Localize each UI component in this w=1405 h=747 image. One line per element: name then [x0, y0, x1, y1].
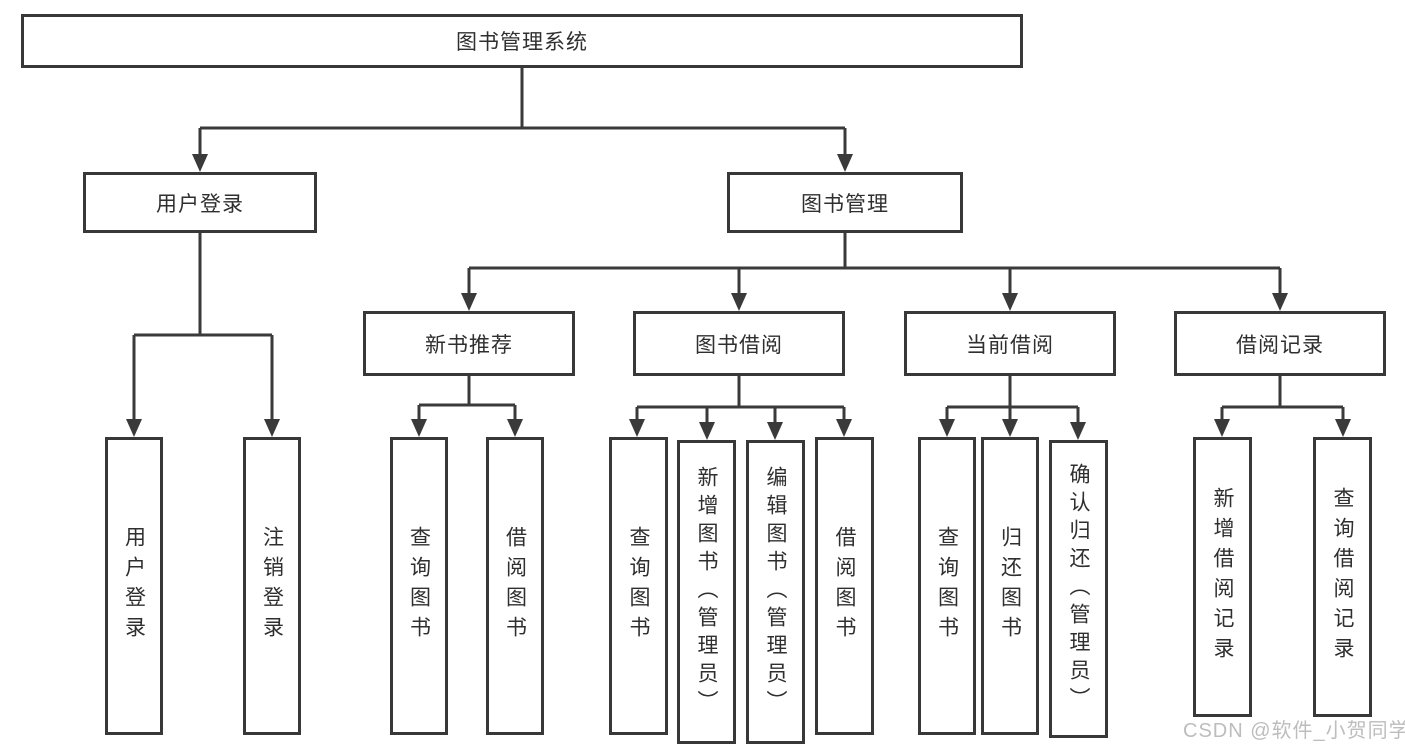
- node-label: 注销登录: [260, 526, 284, 646]
- connector-new-books-to-leaves: [411, 376, 523, 437]
- node-label: 借阅记录: [1236, 333, 1324, 357]
- node-label: 新书推荐: [425, 333, 513, 357]
- leaf-query-books-2: 查询图书: [609, 437, 668, 735]
- node-label: 图书借阅: [695, 333, 783, 357]
- csdn-watermark: CSDN @软件_小贺同学: [1183, 720, 1405, 742]
- leaf-query-books-1: 查询图书: [390, 437, 448, 735]
- node-borrow-records: 借阅记录: [1174, 311, 1386, 376]
- node-label: 查询图书: [935, 526, 959, 646]
- node-label: 借阅图书: [833, 526, 856, 646]
- node-label: 查询借阅记录: [1331, 487, 1354, 667]
- leaf-add-books-admin: 新增图书（管理员）: [677, 440, 736, 744]
- node-label: 归还图书: [998, 526, 1022, 646]
- connector-root-to-level2: [192, 68, 853, 172]
- leaf-logout: 注销登录: [243, 437, 301, 735]
- node-label: 图书管理系统: [456, 31, 588, 54]
- leaf-query-borrow-record: 查询借阅记录: [1313, 437, 1372, 717]
- node-label: 确认归还（管理员）: [1067, 463, 1090, 715]
- leaf-return-books: 归还图书: [981, 437, 1039, 735]
- leaf-query-books-3: 查询图书: [918, 437, 976, 735]
- node-label: 查询图书: [407, 526, 431, 646]
- node-label: 新增借阅记录: [1211, 487, 1234, 667]
- node-label: 新增图书（管理员）: [695, 466, 718, 718]
- leaf-borrow-books-2: 借阅图书: [815, 437, 874, 735]
- node-book-borrow: 图书借阅: [633, 311, 845, 376]
- leaf-edit-books-admin: 编辑图书（管理员）: [746, 440, 805, 744]
- leaf-user-login: 用户登录: [105, 437, 163, 735]
- node-new-book-recommend: 新书推荐: [363, 311, 575, 376]
- leaf-borrow-books-1: 借阅图书: [486, 437, 544, 735]
- leaf-add-borrow-record: 新增借阅记录: [1193, 437, 1252, 717]
- node-current-borrow: 当前借阅: [904, 311, 1116, 376]
- node-label: 查询图书: [627, 526, 650, 646]
- connector-borrow-records-to-leaves: [1214, 376, 1351, 437]
- node-book-management: 图书管理: [727, 172, 963, 233]
- node-label: 图书管理: [801, 192, 889, 216]
- node-user-login: 用户登录: [83, 172, 317, 233]
- connector-book-mgmt-to-level3: [461, 233, 1288, 311]
- connector-book-borrow-to-leaves: [629, 376, 852, 440]
- node-label: 借阅图书: [503, 526, 527, 646]
- node-label: 当前借阅: [966, 333, 1054, 357]
- connector-current-borrow-to-leaves: [939, 376, 1086, 440]
- node-label: 用户登录: [122, 526, 146, 646]
- node-label: 用户登录: [156, 192, 244, 216]
- leaf-confirm-return-admin: 确认归还（管理员）: [1049, 440, 1108, 738]
- node-label: 编辑图书（管理员）: [764, 466, 787, 718]
- connector-user-login-to-leaves: [126, 233, 280, 437]
- node-library-management-system: 图书管理系统: [21, 14, 1023, 68]
